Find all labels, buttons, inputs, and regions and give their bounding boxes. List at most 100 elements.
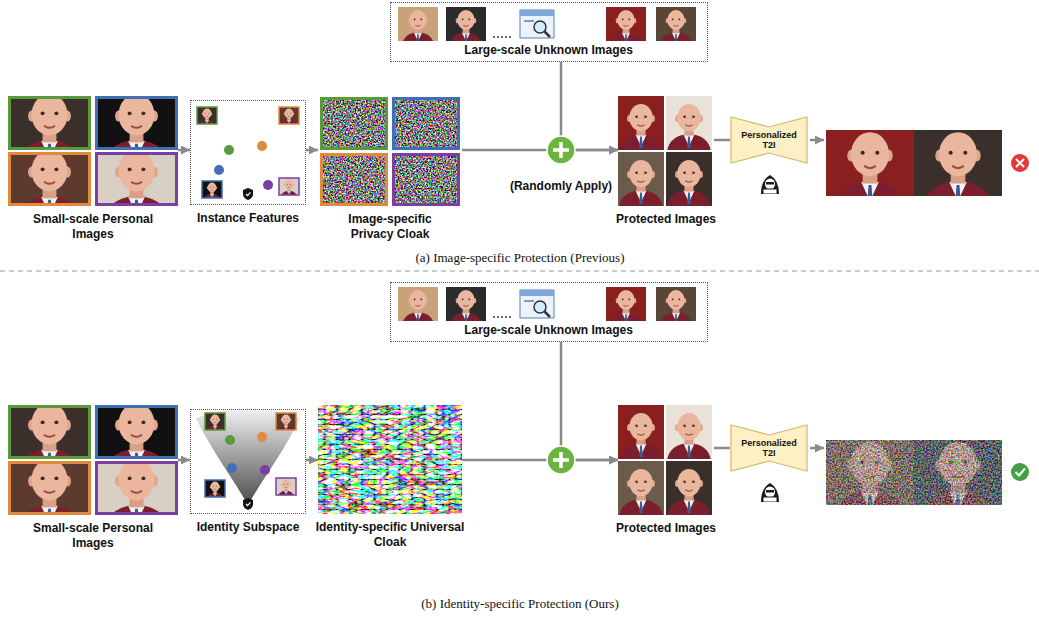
image-group: Small-scale Personal Images <box>8 96 178 242</box>
thumbnail <box>276 477 296 497</box>
subspace-surface <box>196 408 300 505</box>
browser-line <box>524 20 534 22</box>
shield-icon <box>243 188 253 200</box>
photo-border <box>10 154 90 205</box>
cloak-group: Image-specific Privacy Cloak <box>318 97 462 242</box>
feature-dot <box>224 145 234 155</box>
identity-subspace <box>196 408 300 510</box>
thumbnail-border <box>205 480 225 497</box>
cloak-border <box>394 155 459 205</box>
fail-circle <box>1011 154 1029 172</box>
feature-dot <box>225 435 235 445</box>
image-area <box>8 405 178 515</box>
thumbnail-border <box>202 181 222 198</box>
generated-images-noisy <box>826 429 1002 517</box>
image-area <box>618 405 714 515</box>
success-circle <box>1011 463 1029 481</box>
node-label: Personalized T2I <box>738 438 800 458</box>
output-arrow <box>810 447 824 450</box>
face-photo <box>662 96 716 150</box>
thumbnail <box>197 106 217 126</box>
noise-artifacts <box>826 440 1002 505</box>
node-label: Identity-specific Universal Cloak <box>315 520 465 550</box>
success-check <box>1016 469 1026 476</box>
hacker-icon <box>761 175 779 194</box>
photo-border <box>10 98 90 149</box>
flow-arrow <box>306 149 318 152</box>
success-mark <box>1011 463 1029 481</box>
face-photo <box>446 4 486 44</box>
image-area <box>8 96 178 206</box>
hacker-icon <box>761 483 779 502</box>
face-photo <box>662 152 716 206</box>
flow-arrow <box>714 139 730 142</box>
plus-circle <box>547 446 575 474</box>
feature-space-box: Instance Features <box>190 100 306 226</box>
instance-features <box>197 106 299 201</box>
node-label: Instance Features <box>178 211 318 226</box>
cloak-border <box>322 99 387 149</box>
personal-images <box>8 391 178 530</box>
photo-border <box>97 98 177 149</box>
separator <box>0 271 1039 272</box>
thumbnail-border <box>279 178 299 195</box>
protected-images <box>614 96 716 206</box>
dotted-frame <box>190 409 306 514</box>
plus-sign <box>553 142 569 158</box>
image-area <box>318 405 462 514</box>
subfigure-caption: (a) Image-specific Protection (Previous) <box>415 250 624 266</box>
face-photo <box>656 4 696 44</box>
face-photo <box>398 4 438 44</box>
thumbnail-border <box>279 107 299 124</box>
face-photo <box>614 152 668 206</box>
thumbnail-border <box>276 413 296 430</box>
hourglass-outline <box>731 425 807 471</box>
personal-images <box>8 82 178 221</box>
dot <box>493 36 495 38</box>
flow-arrow <box>178 149 190 152</box>
unknown-images <box>398 284 696 324</box>
image-group: Small-scale Personal Images <box>8 405 178 551</box>
flow-arrow <box>561 62 618 150</box>
web-search-icon <box>520 10 554 38</box>
feature-dot <box>214 165 224 175</box>
ellipsis-dots <box>493 36 511 38</box>
image-group: Protected Images <box>618 405 714 536</box>
feature-dot <box>257 141 267 151</box>
image-area <box>618 96 714 206</box>
add-operator <box>547 136 575 164</box>
photo-border <box>97 154 177 205</box>
image-group: Protected Images <box>618 96 714 227</box>
dot <box>505 36 507 38</box>
thumbnail-border <box>276 478 296 495</box>
generated-face <box>826 119 914 207</box>
dot <box>497 36 499 38</box>
thumbnail <box>276 412 296 432</box>
universal-cloak <box>318 405 462 514</box>
feature-dot <box>263 180 273 190</box>
face-photo <box>614 96 668 150</box>
node-label: Protected Images <box>601 212 731 227</box>
node-label: Large-scale Unknown Images <box>399 323 699 338</box>
node-label: Protected Images <box>601 521 731 536</box>
image-area <box>318 97 462 206</box>
cloak-group: Identity-specific Universal Cloak <box>318 405 462 550</box>
noise-cloak <box>392 97 460 150</box>
flow-arrow <box>178 459 190 462</box>
noise-cloak <box>320 153 388 206</box>
generated-images <box>826 119 1002 207</box>
feature-space-box: Identity Subspace <box>190 409 306 535</box>
feature-dot <box>260 465 270 475</box>
fail-cross <box>1016 159 1024 167</box>
flow-arrow <box>561 342 618 460</box>
thumbnail <box>279 106 299 126</box>
image-specific-cloaks <box>320 97 460 206</box>
feature-dot <box>257 432 267 442</box>
unknown-images <box>398 4 696 44</box>
cloak-border <box>394 99 459 149</box>
plus-sign <box>553 452 569 468</box>
thumbnail-border <box>197 107 217 124</box>
